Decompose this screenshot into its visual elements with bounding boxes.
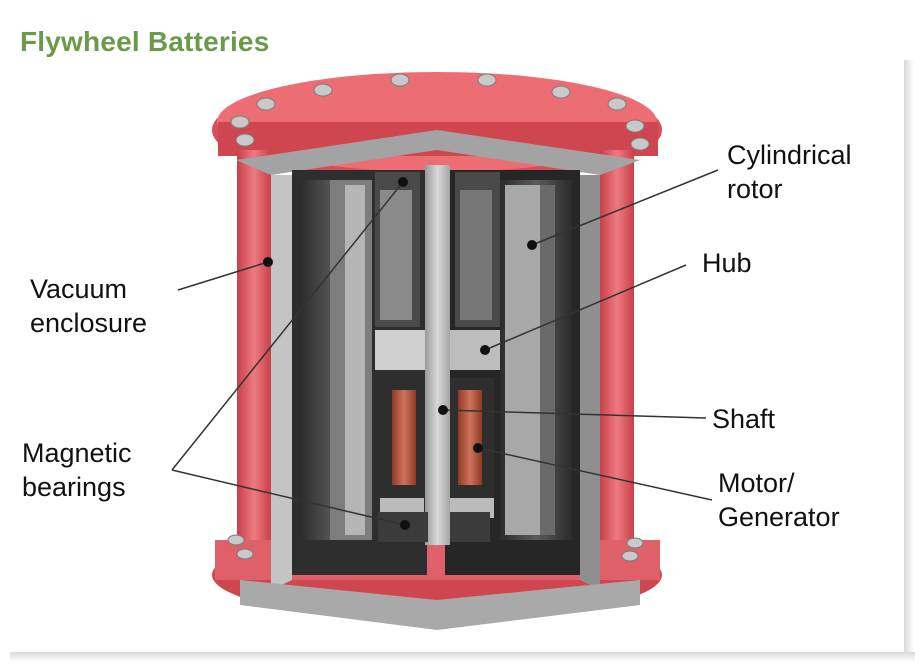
top-bolts — [230, 73, 650, 151]
cut-surfaces — [236, 130, 640, 630]
frame-shadow-right — [904, 60, 914, 660]
label-motor-generator-line1: Motor/ — [718, 468, 795, 498]
label-cylindrical-rotor: Cylindrical rotor — [727, 138, 852, 206]
label-magnetic-bearings-line2: bearings — [22, 472, 126, 502]
label-cylindrical-rotor-line1: Cylindrical — [727, 140, 852, 170]
label-vacuum-enclosure: Vacuum enclosure — [30, 272, 147, 340]
leader-lines — [171, 169, 719, 526]
label-shaft: Shaft — [712, 404, 776, 434]
bottom-bearing-right — [450, 512, 490, 542]
hub — [375, 172, 500, 370]
frame-shadow-bottom — [10, 652, 915, 662]
label-motor-generator-line2: Generator — [718, 502, 840, 532]
shaft — [425, 165, 450, 545]
label-vacuum-enclosure-line1: Vacuum — [30, 274, 128, 304]
bottom-bolts — [227, 534, 644, 562]
label-magnetic-bearings-line1: Magnetic — [22, 438, 132, 468]
label-motor-generator: Motor/ Generator — [718, 466, 840, 534]
leader-dots — [263, 177, 537, 530]
label-hub: Hub — [702, 248, 752, 278]
label-cylindrical-rotor-line2: rotor — [727, 174, 783, 204]
label-vacuum-enclosure-line2: enclosure — [30, 308, 148, 338]
page-title: Flywheel Batteries — [20, 26, 270, 57]
label-magnetic-bearings: Magnetic bearings — [22, 436, 132, 504]
right-cavity — [445, 170, 580, 575]
